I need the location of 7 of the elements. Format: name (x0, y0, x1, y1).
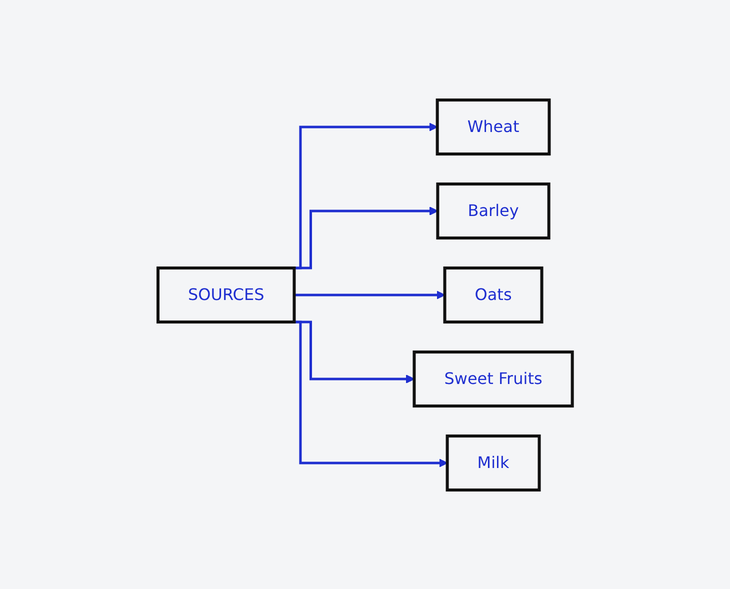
node-box: Wheat (436, 98, 551, 155)
node-box: Barley (436, 182, 550, 239)
arrow (294, 290, 445, 299)
node-box: Sweet Fruits (412, 350, 574, 407)
node-box: Oats (443, 266, 544, 323)
node-box: SOURCES (156, 266, 296, 323)
node-box: Milk (446, 434, 541, 491)
